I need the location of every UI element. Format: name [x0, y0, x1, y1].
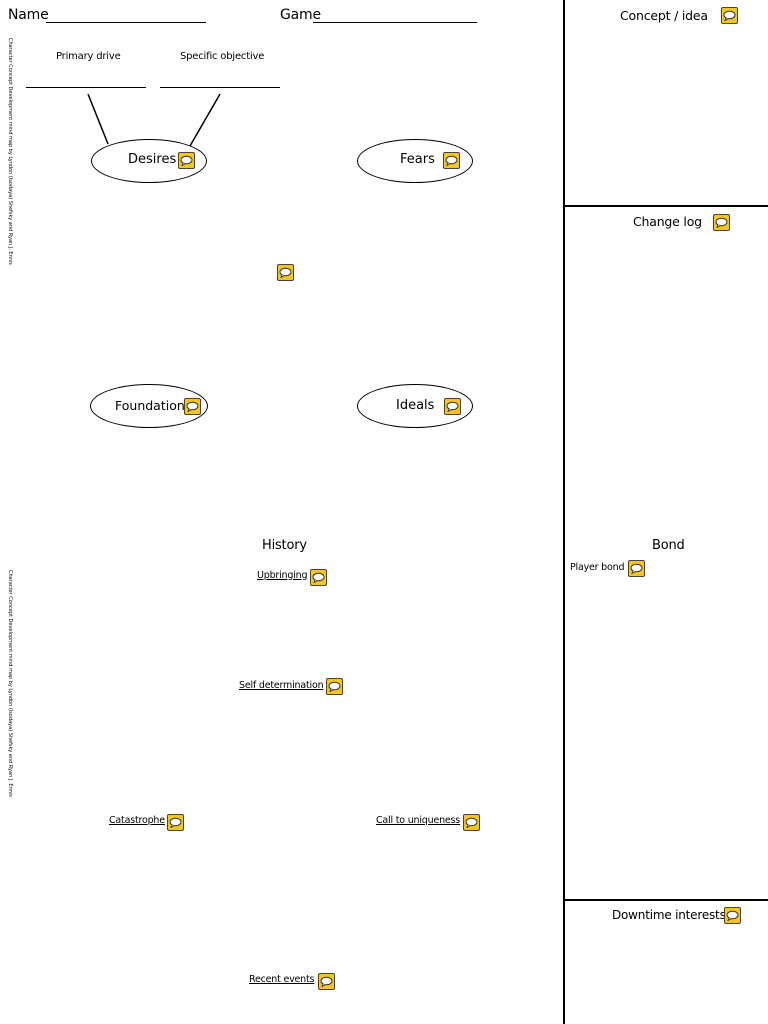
credit-text-bottom: Character Concept Development mind map b… — [7, 570, 13, 797]
concept-idea-label: Concept / idea — [620, 8, 708, 23]
foundations-label: Foundations — [115, 398, 192, 413]
foundations-note-icon[interactable] — [184, 398, 201, 415]
player-bond-note-icon[interactable] — [628, 560, 645, 577]
concept-note-icon[interactable] — [721, 7, 738, 24]
fears-note-icon[interactable] — [443, 152, 460, 169]
call-to-uniqueness-label: Call to uniqueness — [376, 815, 461, 826]
desires-connectors — [87, 93, 221, 147]
change-log-label: Change log — [633, 214, 702, 229]
catastrophe-label: Catastrophe — [109, 815, 165, 826]
specific-objective-field[interactable] — [160, 87, 280, 88]
fears-label: Fears — [400, 152, 435, 167]
ideals-note-icon[interactable] — [444, 398, 461, 415]
primary-drive-field[interactable] — [26, 87, 146, 88]
self-determination-label: Self determination — [239, 680, 324, 691]
self-determination-note-icon[interactable] — [326, 678, 343, 695]
change-log-note-icon[interactable] — [713, 214, 730, 231]
player-bond-label: Player bond — [570, 562, 625, 573]
sidebar-rule-1 — [563, 205, 768, 207]
game-field[interactable] — [313, 22, 477, 23]
specific-objective-label: Specific objective — [180, 51, 265, 62]
sidebar-rule-2 — [563, 899, 768, 901]
desires-oval — [91, 139, 207, 183]
catastrophe-note-icon[interactable] — [167, 814, 184, 831]
center-note-icon[interactable] — [277, 264, 294, 281]
recent-events-label: Recent events — [249, 974, 315, 985]
upbringing-note-icon[interactable] — [310, 569, 327, 586]
recent-events-note-icon[interactable] — [318, 973, 335, 990]
bond-label: Bond — [652, 538, 685, 553]
name-field[interactable] — [46, 22, 206, 23]
desires-label: Desires — [128, 152, 177, 167]
upbringing-label: Upbringing — [257, 570, 308, 581]
downtime-note-icon[interactable] — [724, 907, 741, 924]
history-title: History — [262, 538, 307, 553]
game-label: Game — [280, 7, 321, 23]
sidebar-divider — [563, 0, 565, 1024]
ideals-label: Ideals — [396, 398, 435, 413]
downtime-interests-label: Downtime interests — [612, 908, 726, 922]
desires-note-icon[interactable] — [178, 152, 195, 169]
call-to-uniqueness-note-icon[interactable] — [463, 814, 480, 831]
name-label: Name — [8, 7, 49, 23]
primary-drive-label: Primary drive — [56, 51, 121, 62]
